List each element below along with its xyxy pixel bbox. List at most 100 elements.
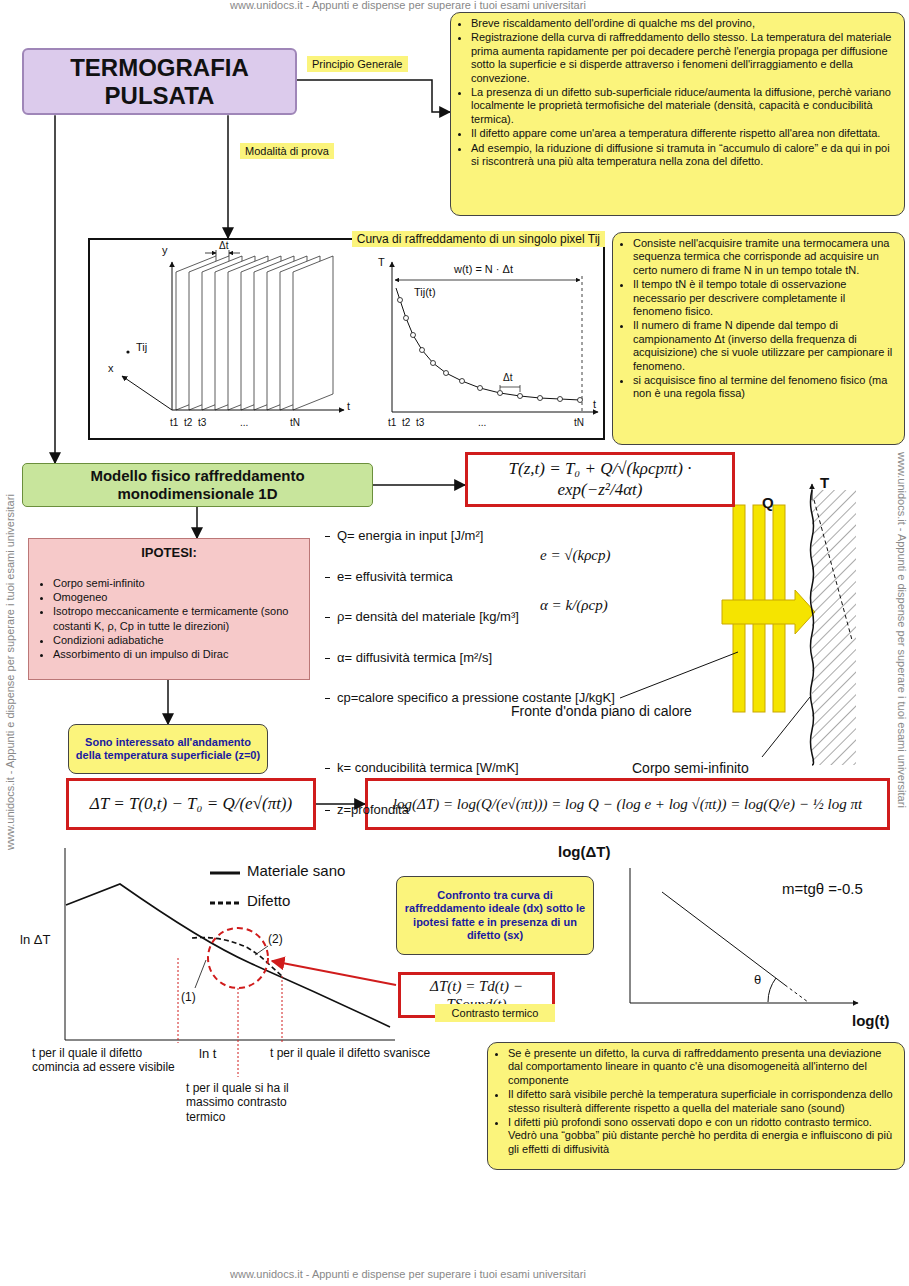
symbol-label: T	[820, 474, 829, 492]
time-note: t per il quale il difetto svanisce	[270, 1046, 430, 1060]
bullet-text: Il difetto appare come un'area a tempera…	[471, 127, 897, 140]
variable-def: e= effusività termica	[325, 569, 909, 585]
text-block: Confronto tra curva di raffreddamento id…	[403, 889, 587, 942]
curve-label: Tij(t)	[414, 286, 436, 299]
bullet-list: Breve riscaldamento dell'ordine di qualc…	[455, 17, 897, 168]
note-box: Consiste nell'acquisire tramite una term…	[612, 232, 905, 445]
bullet-text: Il numero di frame N dipende dal tempo d…	[633, 319, 897, 373]
bullet-text: Se è presente un difetto, la curva di ra…	[508, 1047, 897, 1087]
bullet-text: Assorbimento di un impulso di Dirac	[53, 647, 301, 661]
symbol-label: Q	[762, 494, 774, 512]
time-note: t per il quale il difetto comincia ad es…	[32, 1046, 178, 1075]
tag-box: Contrasto termico	[435, 1004, 555, 1022]
node-text: Sono interessato all'andamento della tem…	[75, 736, 261, 762]
bullet-text: Ad esempio, la riduzione di diffusione s…	[471, 142, 897, 169]
bullet-list: Corpo semi-infinitoOmogeneoIsotropo mecc…	[37, 576, 301, 662]
bullet-list: Consiste nell'acquisire tramite una term…	[617, 237, 897, 401]
axis-label: y	[162, 244, 168, 257]
variable-def: ρ= densità del materiale [kg/m³]	[325, 609, 909, 625]
process-box: Modello fisico raffreddamento monodimens…	[22, 463, 373, 507]
illustration-frame: Curva di raffreddamento di un singolo pi…	[88, 238, 605, 440]
variable-def: k= conducibilità termica [W/mK]	[325, 760, 909, 776]
text-block: log(ΔT) = log(Q/(e√(πt))) = log Q − (log…	[393, 795, 862, 813]
formula-box: log(ΔT) = log(Q/(e√(πt))) = log Q − (log…	[365, 778, 890, 830]
note-box: Confronto tra curva di raffreddamento id…	[396, 876, 594, 955]
axis-label: ln t	[199, 1046, 216, 1062]
formula-box: ΔT = T(0,t) − T₀ = Q/(e√(πt))	[66, 778, 316, 830]
hypothesis-box: IPOTESI: Corpo semi-infinitoOmogeneoIsotr…	[28, 538, 310, 680]
bullet-text: si acquisisce fino al termine del fenome…	[633, 374, 897, 401]
edge-label: Principio Generale	[307, 56, 408, 72]
axis-label: log(ΔT)	[558, 843, 610, 861]
node-text: log(ΔT) = log(Q/(e√(πt))) = log Q − (log…	[393, 795, 862, 813]
callout-label: Corpo semi-infinito	[632, 760, 749, 777]
tick-label: ...	[478, 417, 486, 429]
frame-stack	[176, 256, 333, 410]
tick-label: t3	[198, 417, 206, 429]
node-text: T(z,t) = T₀ + Q/√(kρcpπt) · exp(−z²/4αt)	[474, 459, 726, 500]
bullet-text: I difetti più profondi sono osservati do…	[508, 1116, 897, 1156]
bullet-text: Breve riscaldamento dell'ordine di qualc…	[471, 17, 897, 30]
node-text: Contrasto termico	[452, 1007, 539, 1019]
text-block: Contrasto termico	[452, 1007, 539, 1019]
text-block: Modello fisico raffreddamento monodimens…	[33, 467, 362, 503]
text-block: ΔT = T(0,t) − T₀ = Q/(e√(πt))	[90, 794, 292, 814]
bullet-text: Corpo semi-infinito	[53, 576, 301, 590]
note-box: Sono interessato all'andamento della tem…	[68, 724, 268, 774]
bullet-text: La presenza di un difetto sub-superficia…	[471, 86, 897, 126]
node-text: ΔT = T(0,t) − T₀ = Q/(e√(πt))	[90, 794, 292, 814]
bullet-list: Se è presente un difetto, la curva di ra…	[492, 1047, 897, 1156]
heading-text: IPOTESI:	[37, 545, 301, 562]
tick-label: t1	[388, 417, 396, 429]
legend-text: Difetto	[247, 892, 290, 910]
axis-label: t	[593, 398, 596, 411]
heat-front	[722, 484, 856, 765]
text-block: T(z,t) = T₀ + Q/√(kρcpπt) · exp(−z²/4αt)	[474, 459, 726, 500]
connector	[227, 115, 229, 238]
bullet-text: Isotropo meccanicamente e termicamente (…	[53, 604, 301, 633]
dimension-label: Δt	[503, 372, 512, 384]
title-box: TERMOGRAFIA PULSATA	[22, 48, 297, 115]
tick-label: t1	[170, 417, 178, 429]
formula-text: e = √(kρcp)	[540, 546, 611, 564]
bullet-text: Il tempo tN è il tempo totale di osserva…	[633, 278, 897, 318]
bullet-text: Condizioni adiabatiche	[53, 633, 301, 647]
node-text: Modello fisico raffreddamento monodimens…	[33, 467, 362, 503]
watermark: www.unidocs.it - Appunti e dispense per …	[895, 452, 908, 808]
time-note: t per il quale si ha il massimo contrast…	[186, 1081, 322, 1124]
symbol-label: Tij	[136, 341, 147, 354]
dimension-label: Δt	[219, 240, 228, 252]
axis-label: x	[108, 362, 114, 375]
watermark: www.unidocs.it - Appunti e dispense per …	[230, 1268, 586, 1281]
formula-text: α = k/(ρcp)	[540, 596, 608, 614]
node-text: TERMOGRAFIA PULSATA	[38, 54, 281, 109]
variable-def: z=profondità	[325, 802, 909, 818]
tick-label: t2	[184, 417, 192, 429]
axis-label: t	[347, 400, 350, 413]
note-box: Se è presente un difetto, la curva di ra…	[487, 1042, 905, 1170]
bullet-text: Consiste nell'acquisire tramite una term…	[633, 237, 897, 277]
slope-label: m=tgθ =-0.5	[782, 880, 863, 898]
callout-number: (2)	[268, 932, 283, 946]
tick-label: t2	[402, 417, 410, 429]
angle-label: θ	[754, 972, 761, 988]
tick-label: tN	[574, 417, 584, 429]
bullet-text: Registrazione della curva di raffreddame…	[471, 31, 897, 85]
dimension-label: w(t) = N · Δt	[452, 263, 515, 276]
axis-label: log(t)	[852, 1012, 889, 1030]
connector	[297, 80, 450, 112]
tick-label: t3	[416, 417, 424, 429]
watermark: www.unidocs.it - Appunti e dispense per …	[230, 0, 586, 12]
variable-def: Q= energia in input [J/m²]	[325, 528, 909, 544]
connector	[196, 507, 198, 538]
tick-label: ...	[240, 417, 248, 429]
legend-text: Materiale sano	[247, 862, 345, 880]
connector	[167, 680, 169, 724]
text-block: TERMOGRAFIA PULSATA	[38, 54, 281, 109]
connector	[54, 115, 56, 463]
edge-label: Modalità di prova	[240, 143, 334, 159]
callout-number: (1)	[181, 990, 196, 1004]
axis-label: ln ΔT	[20, 932, 50, 948]
formula-box: T(z,t) = T₀ + Q/√(kρcpπt) · exp(−z²/4αt)	[465, 452, 735, 507]
bullet-text: Il difetto sarà visibile perchè la tempe…	[508, 1088, 897, 1115]
